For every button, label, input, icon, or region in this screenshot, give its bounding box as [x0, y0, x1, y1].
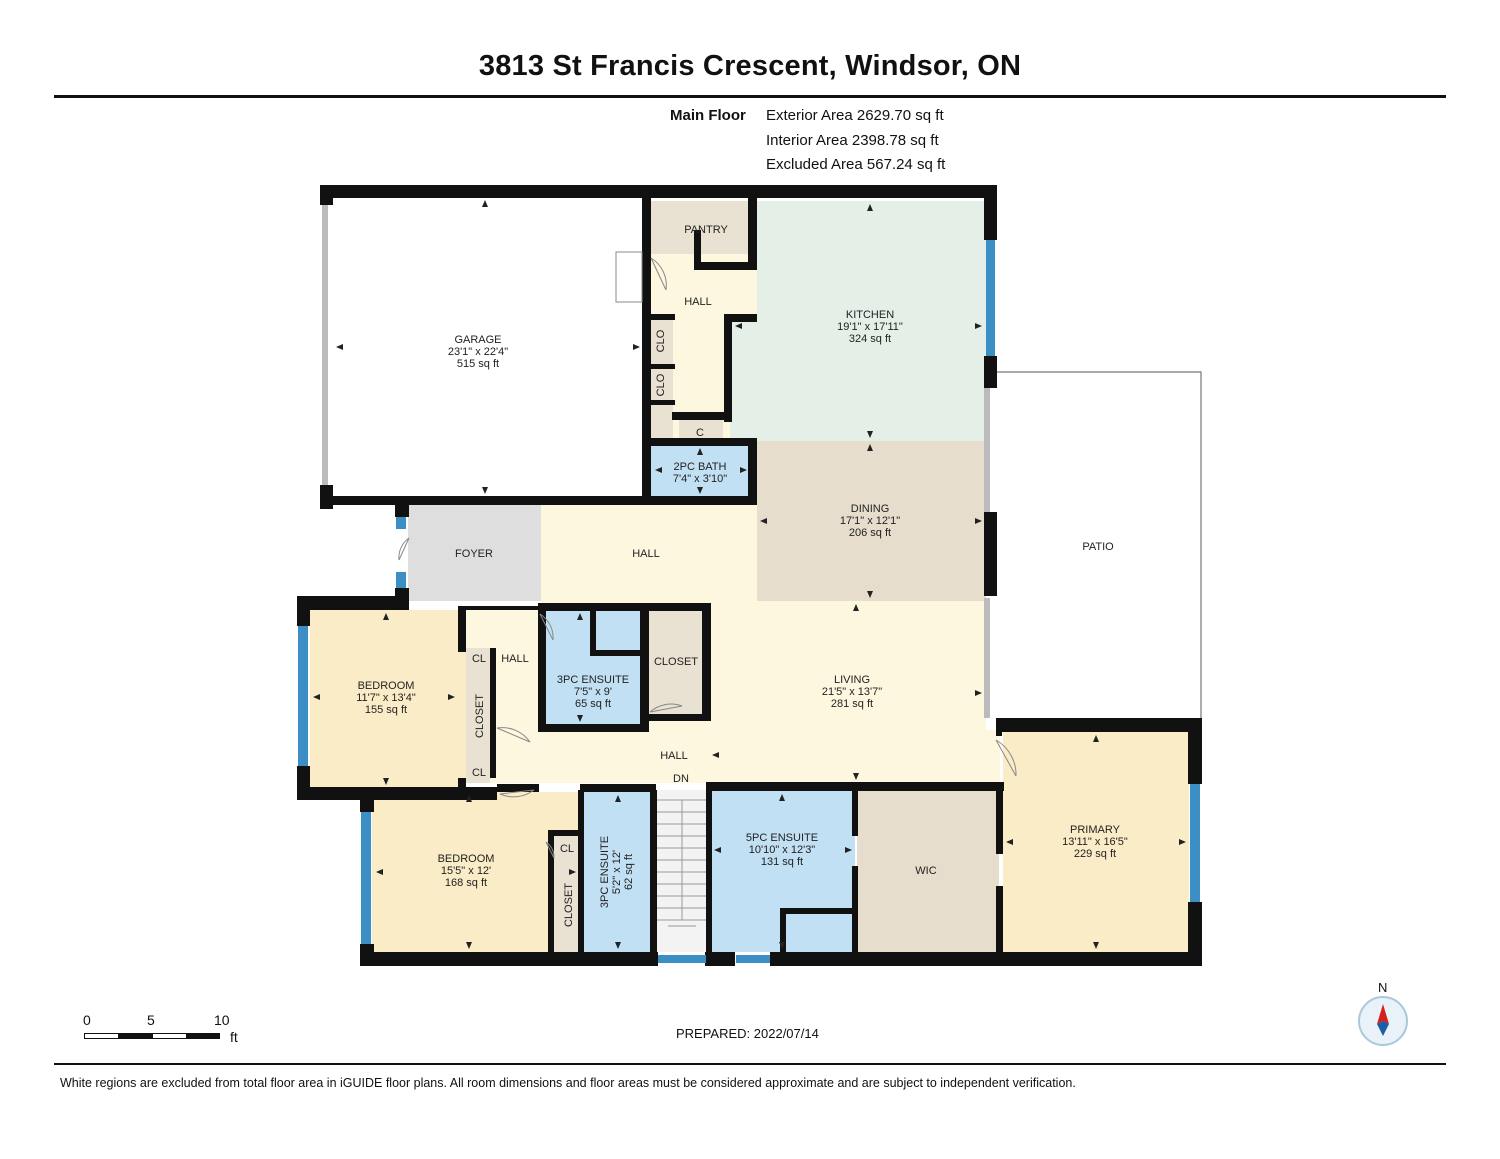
- dimension-markers: [313, 200, 1186, 949]
- patio-outline: [996, 371, 1202, 720]
- pantry-name: PANTRY: [684, 224, 728, 236]
- ensuite3b-fill: [583, 792, 653, 952]
- wic-fill: [857, 790, 999, 952]
- ensuite3a-name: 3PC ENSUITE: [557, 674, 629, 686]
- scale-unit: ft: [230, 1029, 238, 1045]
- scale-tick-5: 5: [147, 1012, 155, 1028]
- ensuite3b-area: 62 sq ft: [623, 854, 635, 890]
- garage-fill: [330, 196, 643, 497]
- compass: N: [1354, 980, 1414, 1052]
- closet-v2-fill: [553, 836, 581, 952]
- scale-seg-4: [186, 1033, 220, 1039]
- hall-left-name: HALL: [501, 653, 529, 665]
- primary-dims: 13'11" x 16'5": [1062, 836, 1128, 848]
- foyer-name: FOYER: [455, 548, 493, 560]
- scale-tick-10: 10: [214, 1012, 230, 1028]
- primary-name: PRIMARY: [1070, 824, 1121, 836]
- garage-area: 515 sq ft: [457, 358, 499, 370]
- bedroom2-dims: 15'5" x 12': [441, 865, 491, 877]
- ensuite5-name: 5PC ENSUITE: [746, 832, 818, 844]
- clo-fill: [651, 318, 673, 440]
- scale-tick-0: 0: [83, 1012, 91, 1028]
- primary-area: 229 sq ft: [1074, 848, 1116, 860]
- closet-v1-fill: [466, 648, 490, 783]
- kitchen-dims: 19'1" x 17'11": [837, 321, 903, 333]
- ensuite3b-dims: 5'2" x 12': [611, 850, 623, 894]
- dining-name: DINING: [851, 503, 890, 515]
- walls: [297, 185, 1202, 966]
- ensuite5-area: 131 sq ft: [761, 856, 803, 868]
- room-fills: [310, 196, 1189, 952]
- ensuite3a-area: 65 sq ft: [575, 698, 611, 710]
- scale-seg-2: [118, 1033, 153, 1039]
- hall-mid-fill: [541, 503, 757, 601]
- wic-name: WIC: [915, 865, 936, 877]
- bedroom1-dims: 11'7" x 13'4": [356, 692, 416, 704]
- closet-mid-fill: [649, 608, 709, 720]
- bedroom1-name: BEDROOM: [358, 680, 415, 692]
- scale-bar: 0 5 10 ft: [82, 1012, 252, 1052]
- excluded-area: Excluded Area 567.24 sq ft: [766, 156, 946, 173]
- hall-mid-name: HALL: [632, 548, 660, 560]
- scale-seg-1: [84, 1033, 119, 1039]
- dining-dims: 17'1" x 12'1": [840, 515, 900, 527]
- living-area: 281 sq ft: [831, 698, 873, 710]
- exterior-area: Exterior Area 2629.70 sq ft: [766, 107, 944, 124]
- room-labels: GARAGE 23'1" x 22'4" 515 sq ft PANTRY HA…: [356, 224, 1128, 927]
- closet-mid-name: CLOSET: [654, 656, 698, 668]
- bath2-name: 2PC BATH: [674, 461, 727, 473]
- stairs: [656, 799, 708, 927]
- footer-disclaimer: White regions are excluded from total fl…: [60, 1076, 1076, 1090]
- patio-name: PATIO: [1082, 541, 1114, 553]
- bedroom1-fill: [310, 610, 466, 788]
- kitchen-fill-2: [730, 322, 760, 442]
- area-list: Exterior Area 2629.70 sq ft Interior Are…: [766, 104, 945, 178]
- living-dims: 21'5" x 13'7": [822, 686, 882, 698]
- page-title: 3813 St Francis Crescent, Windsor, ON: [478, 50, 1022, 82]
- hall-low-fill: [495, 730, 1000, 783]
- cl1-name: CL: [472, 653, 486, 665]
- c-name: C: [696, 427, 704, 439]
- cl2-name: CL: [472, 767, 486, 779]
- compass-north-label: N: [1378, 980, 1388, 995]
- ensuite3b-name: 3PC ENSUITE: [599, 836, 611, 908]
- cl3-name: CL: [560, 843, 574, 855]
- garage-name: GARAGE: [454, 334, 501, 346]
- bedroom1-area: 155 sq ft: [365, 704, 407, 716]
- primary-fill: [1003, 732, 1189, 952]
- dining-area: 206 sq ft: [849, 527, 891, 539]
- compass-needle-icon: [1377, 1004, 1389, 1036]
- floor-name: Main Floor: [670, 107, 746, 124]
- doors: [398, 251, 1017, 859]
- ensuite5-dims: 10'10" x 12'3": [749, 844, 816, 856]
- closet-v1-name: CLOSET: [474, 694, 486, 738]
- bedroom2-fill: [372, 792, 580, 952]
- ensuite3a-dims: 7'5" x 9': [574, 686, 612, 698]
- garage-dims: 23'1" x 22'4": [448, 346, 508, 358]
- hall-low-name: HALL: [660, 750, 688, 762]
- kitchen-area: 324 sq ft: [849, 333, 891, 345]
- bedroom2-area: 168 sq ft: [445, 877, 487, 889]
- c-fill: [679, 420, 723, 442]
- kitchen-fill: [757, 201, 986, 441]
- interior-area: Interior Area 2398.78 sq ft: [766, 131, 939, 149]
- footer-divider: [54, 1063, 1446, 1065]
- kitchen-name: KITCHEN: [846, 309, 894, 321]
- windows: [298, 240, 1200, 963]
- bath2-dims: 7'4" x 3'10": [673, 473, 727, 485]
- dining-fill: [757, 441, 986, 601]
- clo2-name: CLO: [655, 373, 667, 396]
- hall-top-name: HALL: [684, 296, 712, 308]
- prepared-date: PREPARED: 2022/07/14: [676, 1026, 819, 1041]
- dn-label: DN: [673, 773, 689, 785]
- clo1-name: CLO: [655, 329, 667, 352]
- bedroom2-name: BEDROOM: [438, 853, 495, 865]
- scale-seg-3: [152, 1033, 187, 1039]
- closet-v2-name: CLOSET: [563, 883, 575, 927]
- living-name: LIVING: [834, 674, 870, 686]
- foyer-fill: [408, 503, 541, 601]
- title-divider: [54, 95, 1446, 98]
